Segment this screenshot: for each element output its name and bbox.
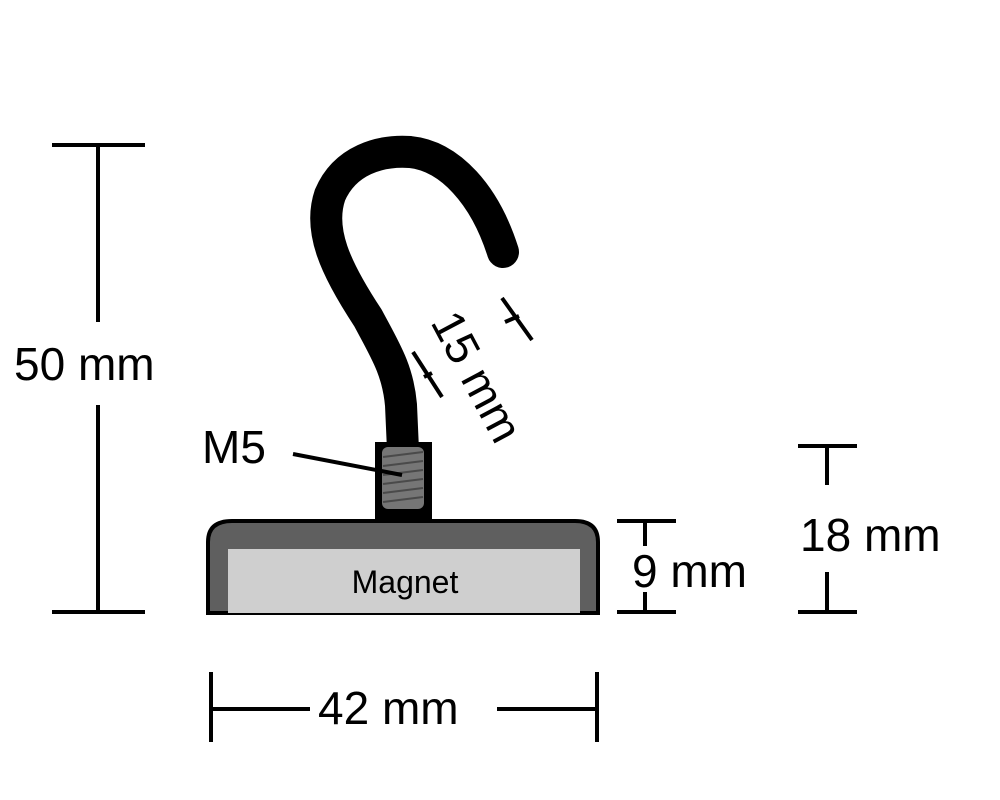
base-height-label: 9 mm	[632, 545, 747, 597]
overall-height-dimension	[52, 143, 145, 614]
hook-shaft	[310, 135, 519, 466]
base-diameter-dimension	[209, 672, 599, 742]
overall-height-label: 50 mm	[14, 338, 155, 390]
thread-label: M5	[202, 421, 266, 473]
base-diameter-label: 42 mm	[318, 682, 459, 734]
thread-leader-line	[292, 452, 403, 477]
base-height-dimension	[617, 519, 676, 614]
total-height-dimension	[798, 444, 857, 614]
magnet-core	[228, 549, 580, 613]
total-height-label: 18 mm	[800, 509, 941, 561]
hook-width-tick-lower-bar	[423, 371, 433, 379]
threaded-stud	[375, 442, 432, 522]
magnet-label: Magnet	[352, 564, 459, 600]
thread-ridges	[382, 451, 424, 503]
hook-width-label: 15 mm	[421, 302, 533, 451]
hook-width-tick-upper-bar	[504, 314, 520, 324]
hook-width-dimension	[411, 296, 534, 399]
